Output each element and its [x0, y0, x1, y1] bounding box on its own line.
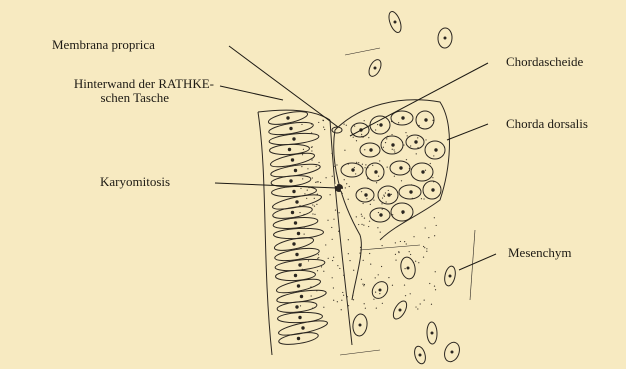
chorda-cell: [356, 188, 374, 202]
mesenchyme-cell: [391, 299, 410, 321]
chorda-cell: [351, 123, 369, 137]
mesenchyme-cell: [367, 58, 384, 79]
chorda-cell: [370, 116, 390, 134]
epithelial-cell: [277, 311, 322, 323]
chorda-cell: [425, 141, 445, 159]
chorda-cell: [370, 208, 390, 222]
epithelial-cell: [278, 318, 329, 338]
mesenchyme-cell: [352, 313, 369, 337]
label-hinterwand-line2: schen Tasche: [4, 91, 169, 105]
label-mesenchym: Mesenchym: [508, 246, 572, 260]
chorda-cell: [360, 143, 380, 157]
rathke-pouch-epithelium: [258, 109, 352, 355]
leader-membrana-propria: [229, 46, 338, 127]
chorda-cell: [378, 186, 398, 204]
chorda-cell: [411, 163, 433, 181]
mesenchyme-cell: [443, 265, 457, 287]
chorda-cell: [406, 135, 424, 149]
chorda-cell: [416, 111, 434, 129]
chorda-cell: [391, 203, 413, 221]
chorda-cell: [381, 136, 403, 154]
mesenchyme-cell: [427, 322, 438, 344]
epithelial-cell: [277, 300, 318, 314]
mesenchyme-cell: [387, 10, 404, 34]
leader-hinterwand: [220, 86, 283, 100]
mesenchyme-cell: [442, 340, 462, 364]
mesenchyme-cell: [413, 345, 428, 365]
mesenchyme: [340, 10, 475, 365]
label-membrana-propria: Membrana proprica: [52, 38, 155, 52]
epithelial-cell: [275, 276, 321, 295]
chorda-cell: [341, 163, 363, 177]
mesenchyme-cell: [437, 28, 452, 49]
epithelial-cell: [272, 192, 323, 212]
mesenchyme-cell: [369, 279, 391, 302]
chorda-cell: [390, 161, 410, 175]
chorda-cell: [399, 185, 421, 199]
label-karyomitosis: Karyomitosis: [100, 175, 170, 189]
leader-mesenchym: [459, 254, 496, 270]
leader-karyomitosis: [215, 183, 337, 188]
chorda-cell: [366, 163, 384, 181]
chorda-dorsalis-region: [299, 100, 449, 311]
label-chorda-dorsalis: Chorda dorsalis: [506, 117, 588, 131]
label-chordascheide: Chordascheide: [506, 55, 583, 69]
leader-chorda-dorsalis: [447, 124, 488, 140]
chorda-cell: [423, 181, 441, 199]
leader-lines: [215, 46, 496, 270]
label-hinterwand-line1: Hinterwand der RATHKE-: [4, 77, 214, 91]
mesenchyme-cell: [399, 256, 417, 280]
epithelial-cell: [278, 330, 319, 346]
epithelial-cell: [269, 150, 315, 169]
